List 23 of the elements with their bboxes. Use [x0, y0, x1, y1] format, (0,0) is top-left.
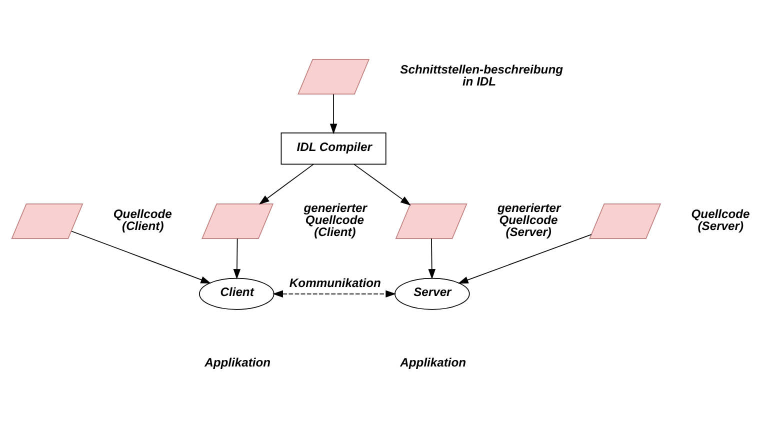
arrow — [428, 238, 436, 279]
node-label: Schnittstellen-beschreibung in IDL — [400, 62, 563, 88]
arrow — [71, 230, 212, 283]
node-parallelogram — [589, 203, 662, 238]
arrow — [272, 290, 396, 298]
arrow — [233, 238, 241, 279]
arrow — [330, 93, 338, 134]
node-ellipse: Client — [199, 277, 274, 310]
node-parallelogram — [395, 203, 468, 238]
node-parallelogram — [11, 203, 84, 238]
edge-label: Kommunikation — [289, 276, 381, 290]
arrow — [354, 163, 411, 206]
node-label: Applikation — [204, 354, 271, 369]
node-label: Quellcode (Client) — [113, 206, 172, 233]
node-label: Applikation — [400, 354, 466, 369]
node-label: generierter Quellcode (Client) — [304, 200, 367, 239]
arrow — [458, 234, 592, 284]
node-box: IDL Compiler — [280, 132, 386, 164]
arrow — [258, 163, 314, 204]
node-label: Quellcode (Server) — [691, 206, 750, 233]
node-parallelogram — [202, 203, 274, 238]
node-parallelogram — [298, 58, 370, 94]
node-label: generierter Quellcode (Server) — [497, 200, 561, 239]
